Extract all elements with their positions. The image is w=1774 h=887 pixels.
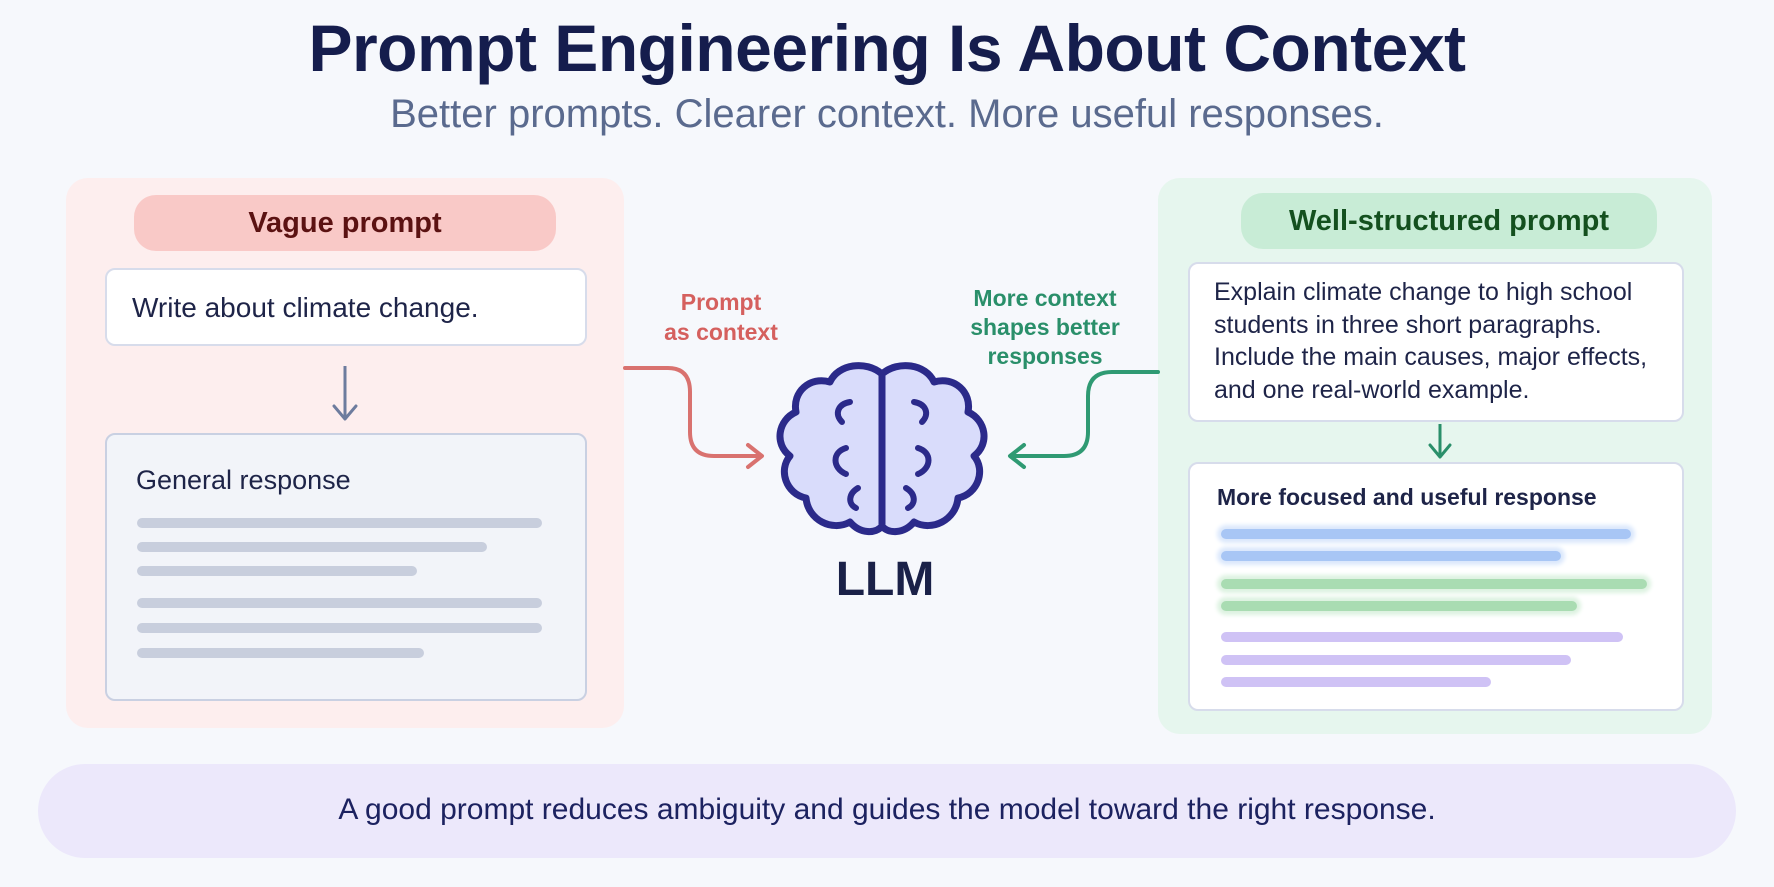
placeholder-line — [1221, 601, 1577, 611]
arrow-label-line: as context — [664, 319, 778, 345]
arrow-label-line: shapes better — [970, 314, 1120, 340]
focused-response-label: More focused and useful response — [1217, 484, 1597, 510]
placeholder-line — [1221, 677, 1491, 687]
placeholder-line — [1221, 529, 1631, 539]
structured-prompt-line: and one real-world example. — [1214, 375, 1530, 404]
footer-banner — [38, 764, 1736, 858]
prompt-as-context-label: Prompt as context — [640, 287, 802, 347]
left-connector-arrow — [623, 366, 764, 469]
placeholder-line — [1221, 632, 1623, 642]
structured-prompt-line: students in three short paragraphs. — [1214, 310, 1602, 339]
placeholder-line — [1221, 655, 1571, 665]
structured-prompt-text: Explain climate change to high school st… — [1214, 276, 1684, 406]
brain-icon — [776, 362, 988, 535]
right-connector-arrow — [1008, 370, 1160, 469]
vague-prompt-header: Vague prompt — [134, 195, 556, 251]
structured-prompt-line: Explain climate change to high school — [1214, 278, 1633, 306]
down-arrow-icon — [332, 366, 358, 421]
placeholder-line — [137, 518, 542, 528]
arrow-label-line: Prompt — [680, 289, 762, 315]
placeholder-line — [137, 566, 417, 576]
structured-prompt-card — [1188, 262, 1684, 422]
general-response-label: General response — [136, 465, 351, 495]
down-arrow-icon — [1428, 424, 1452, 459]
structured-prompt-line: Include the main causes, major effects, — [1214, 343, 1648, 371]
placeholder-line — [137, 542, 487, 552]
focused-response-card — [1188, 462, 1684, 711]
vague-prompt-text: Write about climate change. — [132, 292, 479, 323]
structured-prompt-header: Well-structured prompt — [1241, 193, 1657, 249]
placeholder-line — [137, 598, 542, 608]
placeholder-line — [1221, 579, 1647, 589]
vague-prompt-card — [105, 268, 587, 346]
placeholder-line — [137, 623, 542, 633]
placeholder-line — [1221, 551, 1561, 561]
page-title: Prompt Engineering Is About Context — [308, 11, 1466, 85]
general-response-card — [105, 433, 587, 701]
arrow-label-line: responses — [987, 343, 1103, 369]
llm-label: LLM — [835, 553, 935, 606]
more-context-label: More context shapes better responses — [950, 284, 1140, 371]
footer-text: A good prompt reduces ambiguity and guid… — [338, 793, 1436, 826]
placeholder-line — [137, 648, 424, 658]
arrow-label-line: More context — [973, 285, 1117, 311]
page-subtitle: Better prompts. Clearer context. More us… — [390, 92, 1384, 136]
